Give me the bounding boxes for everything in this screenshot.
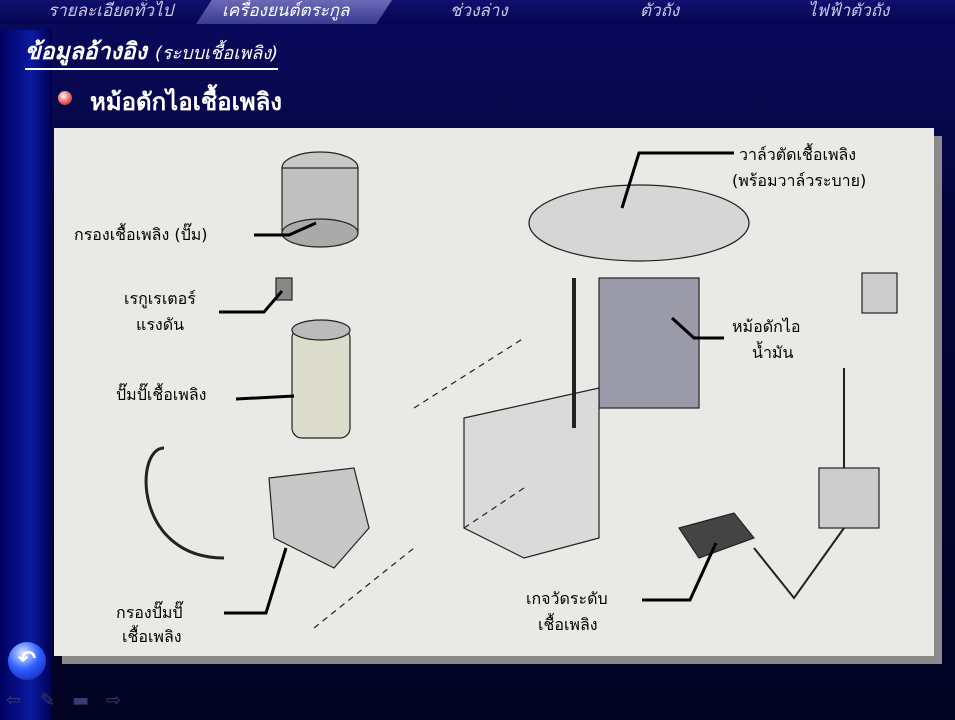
next-arrow-icon[interactable]: ⇨ bbox=[106, 690, 122, 711]
page-title: ข้อมูลอ้างอิง (ระบบเชื้อเพลิง) bbox=[25, 38, 279, 70]
leader-lines bbox=[219, 151, 734, 615]
label-gauge-1: เกจวัดระดับ bbox=[526, 589, 608, 608]
label-canister-1: หม้อดักไอ bbox=[732, 317, 801, 336]
fuel-filter-drawing bbox=[281, 151, 359, 248]
label-cut-valve-2: (พร้อมวาล์วระบาย) bbox=[732, 171, 867, 190]
label-cut-valve-1: วาล์วตัดเชื้อเพลิง bbox=[739, 145, 857, 164]
tab-bar: รายละเอียดทั่วไป เครื่องยนต์ตระกูล NZ ช่… bbox=[0, 0, 955, 24]
gauge-drawing bbox=[678, 272, 898, 600]
tab-chassis[interactable]: ช่วงล่าง bbox=[450, 1, 508, 21]
title-main: ข้อมูลอ้างอิง bbox=[25, 39, 147, 65]
label-gauge-2: เชื้อเพลิง bbox=[538, 615, 598, 634]
label-canister-2: น้ำมัน bbox=[752, 343, 794, 362]
menu-icon[interactable]: ▬ bbox=[72, 690, 90, 711]
label-pump-filter-1: กรองปั๊มปั๊ bbox=[116, 603, 183, 622]
pencil-icon[interactable]: ✎ bbox=[40, 690, 56, 711]
diagram-panel: กรองเชื้อเพลิง (ปั๊ม) เรกูเรเตอร์ แรงดัน… bbox=[54, 128, 934, 656]
label-regulator-1: เรกูเรเตอร์ bbox=[124, 289, 196, 308]
label-fuel-pump: ปั๊มปั๊เชื้อเพลิง bbox=[116, 385, 207, 404]
tab-engine-nz[interactable]: เครื่องยนต์ตระกูล NZ bbox=[196, 0, 392, 24]
home-button[interactable]: ↶ bbox=[8, 642, 46, 680]
left-decor-bar bbox=[0, 30, 52, 720]
title-sub: (ระบบเชื้อเพลิง) bbox=[154, 43, 279, 64]
pump-drawing bbox=[291, 319, 351, 439]
tab-general[interactable]: รายละเอียดทั่วไป bbox=[48, 1, 174, 21]
canister-drawing bbox=[463, 184, 750, 559]
fuel-system-diagram bbox=[144, 151, 898, 629]
label-pump-filter-2: เชื้อเพลิง bbox=[122, 627, 182, 646]
tab-body-electrical[interactable]: ไฟฟ้าตัวถัง bbox=[808, 1, 890, 21]
label-fuel-filter: กรองเชื้อเพลิง (ปั๊ม) bbox=[74, 225, 208, 244]
label-regulator-2: แรงดัน bbox=[136, 315, 185, 334]
bullet-icon bbox=[58, 91, 72, 105]
pump-filter-drawing bbox=[144, 446, 370, 569]
tab-body[interactable]: ตัวถัง bbox=[640, 1, 680, 21]
section-heading: หม้อดักไอเชื้อเพลิง bbox=[90, 88, 283, 116]
back-arrow-icon[interactable]: ⇦ bbox=[6, 690, 22, 711]
return-arrow-icon: ↶ bbox=[17, 647, 37, 672]
